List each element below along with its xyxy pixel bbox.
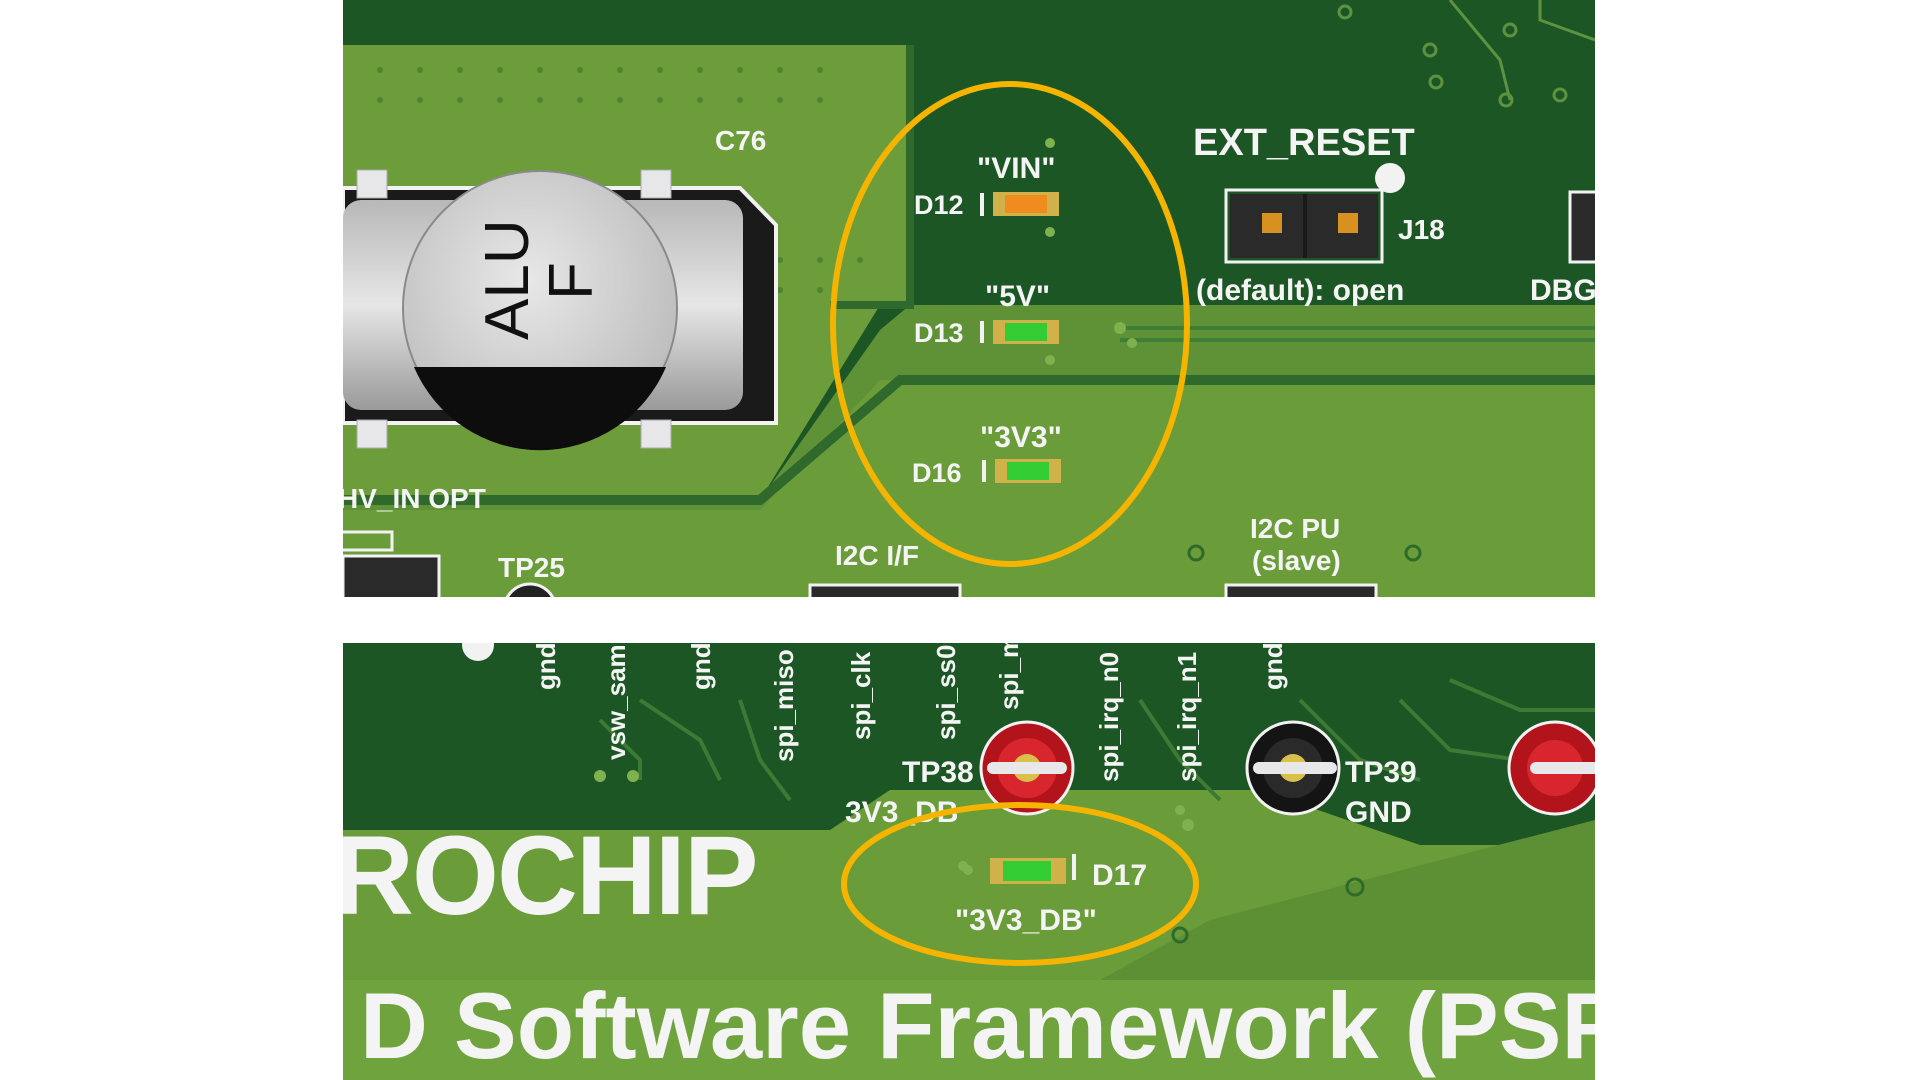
hv-in-label: HV_IN OPT [338, 483, 486, 514]
highlight-ring-top [830, 81, 1190, 567]
pin-label: gnd [686, 642, 716, 690]
bottom-board-panel: gnd vsw_sam gnd spi_miso spi_clk spi_ss0… [333, 597, 1650, 1080]
test-point-icon [1507, 720, 1595, 816]
brand-fragment: ROCHIP [333, 813, 757, 938]
led-d17-ref: D17 [1092, 859, 1147, 892]
test-point-icon [1245, 720, 1341, 816]
led-icon [980, 192, 1059, 216]
led-icon [980, 320, 1059, 344]
capacitor-ref: C76 [715, 125, 766, 156]
tp38-ref: TP38 [902, 756, 974, 789]
jumper-note: (default): open [1196, 274, 1404, 307]
reset-title: EXT_RESET [1193, 122, 1415, 164]
pin-label: gnd [531, 642, 561, 690]
led-3v3-ref: D16 [912, 458, 962, 488]
i2c-pu-label: I2C PU [1250, 513, 1340, 544]
highlight-ring-bottom [841, 802, 1199, 966]
test-point-icon [979, 720, 1075, 816]
jumper-icon [1224, 188, 1384, 264]
pin-label: spi_irq_n0 [1094, 652, 1124, 782]
pin-label: spi_miso [769, 649, 799, 762]
led-vin-label: "VIN" [977, 152, 1055, 185]
pin-label: gnd [1258, 642, 1288, 690]
led-5v-label: "5V" [985, 280, 1050, 313]
led-vin-ref: D12 [914, 190, 964, 220]
led-icon [982, 459, 1061, 483]
pin-label: spi_ss0 [931, 645, 961, 740]
pin-label: spi_mosi [994, 597, 1024, 710]
i2c-if-label: I2C I/F [835, 540, 919, 571]
pin-label: spi_clk [846, 651, 876, 740]
capacitor-icon: ALU F [343, 169, 778, 451]
led-3v3-label: "3V3" [980, 421, 1062, 454]
tp25-label: TP25 [498, 552, 565, 583]
i2c-pu-slave-label: (slave) [1252, 545, 1341, 576]
jumper-ref: J18 [1398, 214, 1445, 245]
capacitor-text-f: F [537, 262, 606, 300]
top-board-panel: ALU F C76 "VIN" D12 "5V" D13 "3V3" D16 E… [338, 0, 1597, 597]
led-5v-ref: D13 [914, 318, 964, 348]
led-icon [963, 854, 1076, 884]
led-d17-label: "3V3_DB" [955, 904, 1097, 937]
tp39-net: GND [1345, 796, 1412, 829]
via-grid [377, 67, 863, 293]
capacitor-text-alu: ALU [473, 219, 542, 340]
banner-text: D Software Framework (PSF) [360, 973, 1650, 1078]
tp39-ref: TP39 [1345, 756, 1417, 789]
pin-label: spi_irq_n1 [1172, 652, 1202, 782]
pin-label: vsw_sam [601, 644, 631, 760]
dbg-label: DBG [1530, 274, 1597, 307]
